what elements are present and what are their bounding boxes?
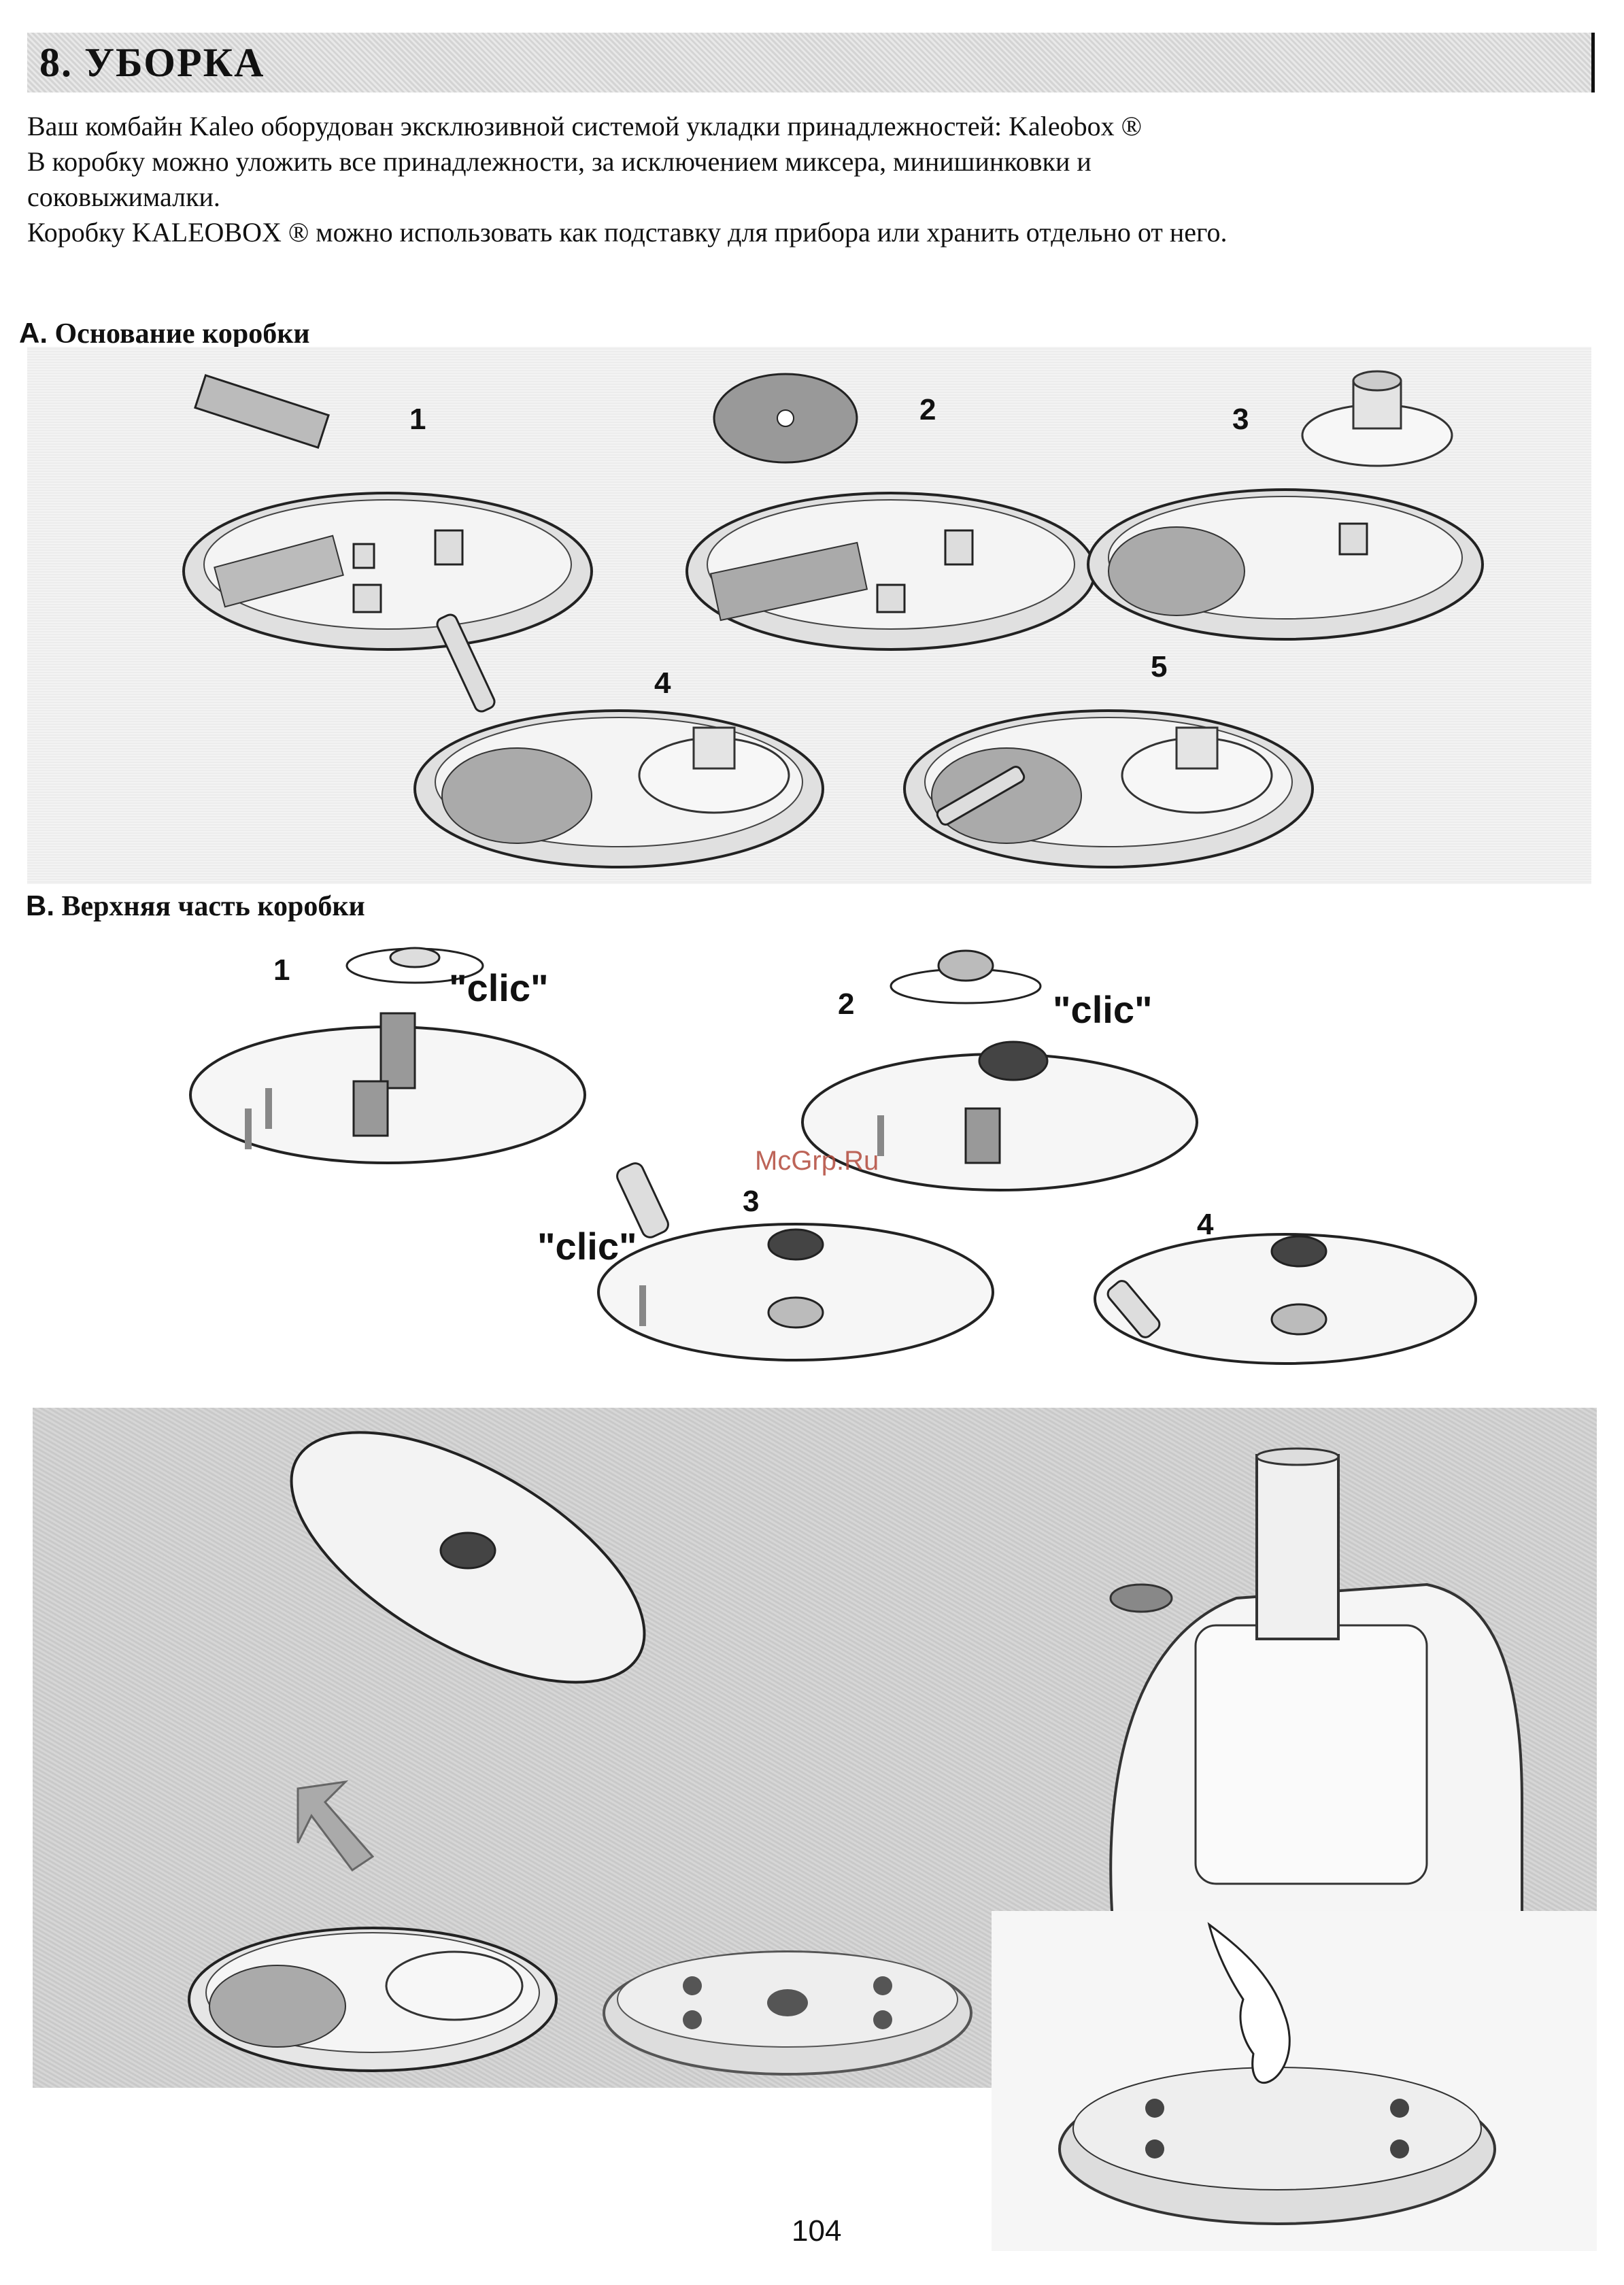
kneading-blade-illustration [345,947,484,984]
box-lid-tilted-illustration [290,1431,646,1684]
storage-tray-illustration [182,492,593,651]
step-number: 2 [919,393,936,426]
storage-tray-illustration [413,709,824,868]
section-a-illustration: 1 2 3 4 5 [27,347,1591,884]
step-number: 5 [1151,650,1168,683]
storage-tray-illustration [1087,488,1484,641]
watermark: McGrp.Ru [755,1146,879,1176]
kaleobox-base-illustration [603,1950,972,2076]
chopping-blade-illustration [890,949,1042,1004]
box-lid-illustration [597,1223,994,1361]
box-lid-illustration [189,1012,586,1164]
section-b-letter: B. [26,890,54,921]
step-number: 1 [409,403,426,436]
base-inset-illustration [992,1911,1597,2251]
section-b-title: Верхняя часть коробки [61,891,365,922]
slicing-blade-illustration [194,373,330,450]
clic-label: "clic" [1053,988,1153,1031]
box-lid-illustration [801,1040,1198,1191]
intro-line: Ваш комбайн Kaleo оборудован эксклюзивно… [27,111,1143,141]
section-b-heading: B. Верхняя часть коробки [26,890,365,923]
section-header-bar: 8. УБОРКА [27,33,1595,92]
step-number: 4 [1197,1208,1214,1241]
step-number: 1 [273,953,290,987]
step-number: 4 [654,666,671,700]
storage-tray-illustration [188,1927,558,2072]
intro-text: Ваш комбайн Kaleo оборудован эксклюзивно… [27,109,1591,250]
mini-chopper-tool-illustration [616,1162,669,1238]
arrow-down-icon [297,1780,375,1872]
box-lid-illustration [1094,1233,1477,1365]
storage-tray-illustration [903,709,1314,868]
page-number: 104 [792,2214,842,2248]
step-number: 2 [838,987,855,1021]
spatula-illustration [436,613,496,713]
step-number: 3 [1232,403,1249,436]
kaleobox-base-illustration [1058,2067,1496,2225]
intro-line: В коробку можно уложить все принадлежнос… [27,146,1092,177]
intro-line: Коробку KALEOBOX ® можно использовать ка… [27,217,1228,248]
clic-label: "clic" [537,1225,637,1268]
section-a-heading: A. Основание коробки [19,317,310,350]
disc-holder-illustration [1301,370,1453,467]
storage-tray-illustration [686,492,1096,651]
section-a-letter: A. [19,317,48,349]
section-title: 8. УБОРКА [39,40,265,85]
section-a-title: Основание коробки [54,318,310,350]
hand-illustration [1207,1922,1291,2084]
clic-label: "clic" [449,966,549,1009]
step-number: 3 [743,1185,760,1218]
grating-disc-illustration [713,373,858,464]
intro-line: соковыжималки. [27,182,220,212]
